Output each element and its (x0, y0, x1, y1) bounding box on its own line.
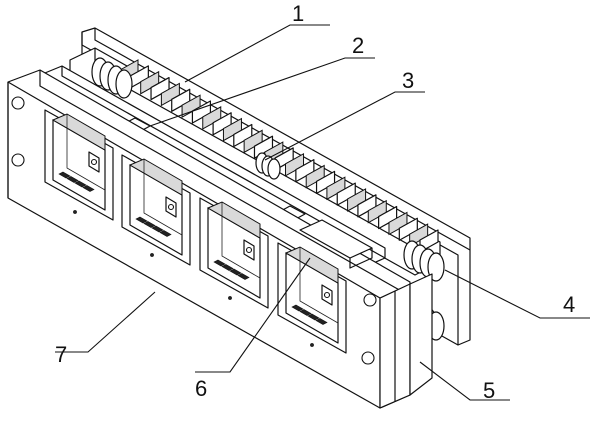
leader-2 (149, 57, 375, 127)
part-labels: 1 2 3 4 5 6 7 (55, 1, 575, 403)
cavity-2 (121, 154, 191, 266)
cavity-group (44, 109, 347, 354)
mount-hole-br (361, 351, 375, 365)
label-5: 5 (483, 378, 495, 403)
label-1: 1 (292, 1, 304, 26)
label-7: 7 (55, 342, 67, 367)
coil-spring-left (91, 57, 133, 99)
leader-7 (55, 291, 156, 353)
guide-bar (299, 219, 373, 269)
mount-hole-tl (11, 96, 25, 110)
coil-spring-middle (255, 152, 281, 180)
spring-roller-assembly (69, 47, 445, 341)
label-6: 6 (195, 376, 207, 401)
mount-hole-tr (363, 293, 377, 307)
label-4: 4 (563, 292, 575, 317)
side-block (379, 273, 433, 409)
mount-hole-bl (11, 153, 25, 167)
leader-4 (444, 269, 590, 319)
leader-1 (184, 24, 330, 83)
leader-5 (419, 361, 510, 401)
leader-3 (264, 91, 425, 161)
cavity-3 (199, 197, 269, 309)
label-3: 3 (402, 68, 414, 93)
cavity-1 (44, 109, 114, 221)
leader-6 (195, 257, 311, 373)
label-2: 2 (352, 33, 364, 58)
leader-lines (55, 24, 590, 401)
cavity-4 (277, 242, 347, 354)
